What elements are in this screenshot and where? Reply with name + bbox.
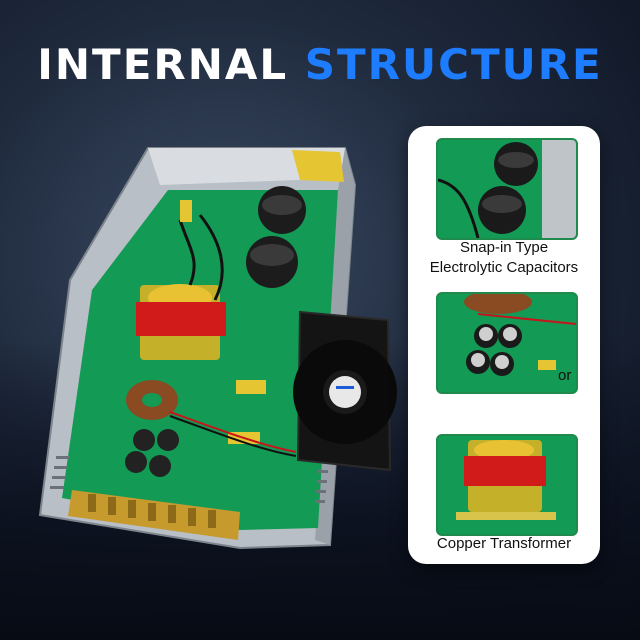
electrolytic-capacitors-closeup-image — [436, 138, 578, 240]
caption-or: or — [558, 367, 572, 384]
page-title: INTERNAL STRUCTURE — [0, 40, 640, 89]
transformer-closeup-image — [436, 434, 578, 536]
feature-panel: Snap-in Type Electrolytic Capacitors or … — [408, 126, 600, 564]
title-part-2: STRUCTURE — [304, 40, 603, 89]
capacitors-and-inductor-closeup-image — [436, 292, 578, 394]
caption-capacitors-line-1: Snap-in Type — [459, 239, 549, 256]
caption-transformer: Copper Transformer — [436, 535, 572, 552]
caption-capacitors-line-2: Electrolytic Capacitors — [429, 259, 579, 276]
title-part-1: INTERNAL — [37, 40, 289, 89]
